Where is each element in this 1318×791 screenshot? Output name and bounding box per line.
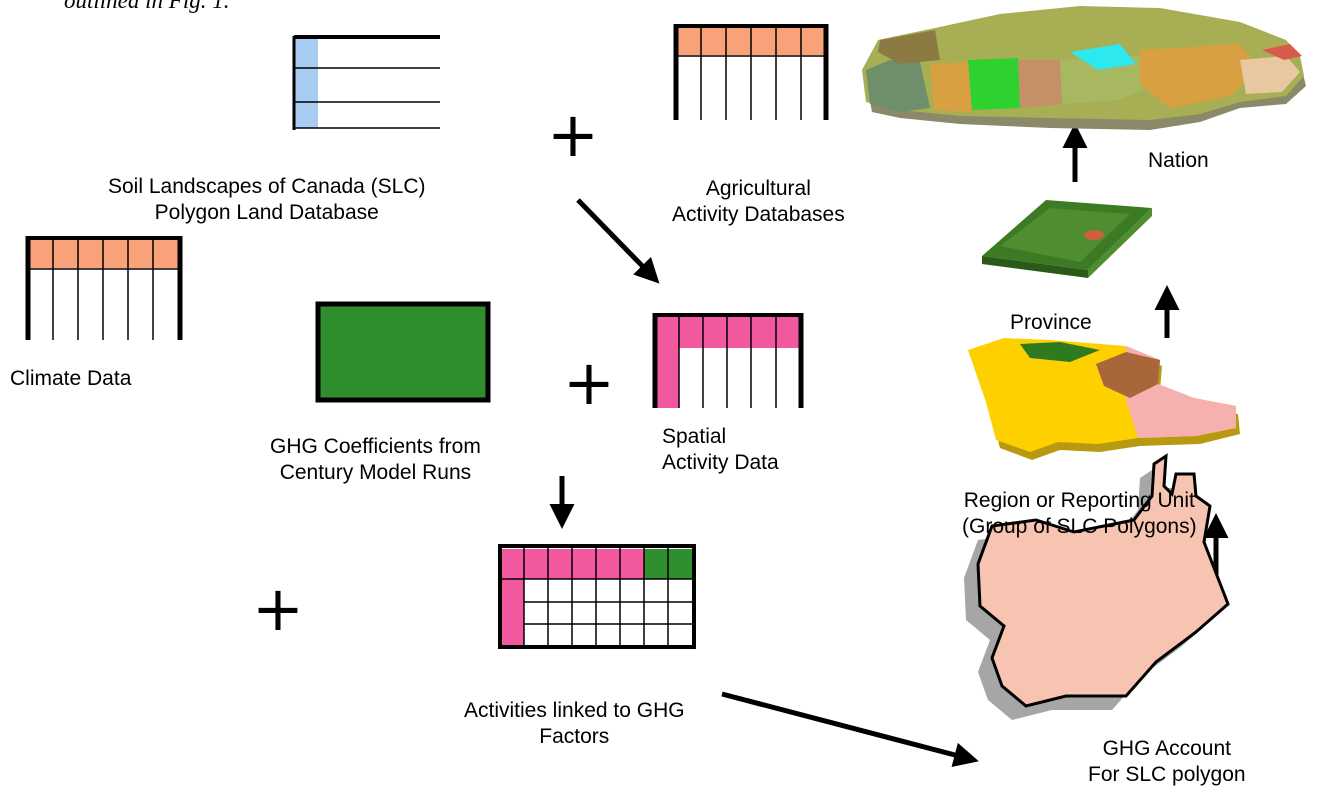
linked-activities-table — [498, 544, 696, 649]
agri-database-table — [673, 24, 829, 120]
slc-polygon-account — [964, 453, 1230, 720]
plus-sign-2: + — [563, 346, 615, 419]
arrow-slc-to-spatial — [576, 198, 660, 284]
region-map — [968, 338, 1240, 460]
linked-label: Activities linked to GHG Factors — [464, 699, 685, 748]
plus-sign-3: + — [252, 572, 304, 645]
province-map — [982, 200, 1152, 278]
arrow-linked-to-account — [721, 691, 979, 768]
account-label: GHG Account For SLC polygon — [1088, 737, 1246, 786]
ghg-coefficients-block — [315, 301, 491, 403]
slc-label: Soil Landscapes of Canada (SLC) Polygon … — [108, 175, 426, 224]
spatial-activity-table — [652, 313, 804, 408]
ghg-coefficients-label: GHG Coefficients from Century Model Runs — [270, 435, 481, 484]
nation-map — [862, 6, 1306, 130]
plus-sign-1: + — [547, 98, 599, 171]
region-label: Region or Reporting Unit (Group of SLC P… — [962, 489, 1197, 538]
nation-label: Nation — [1148, 149, 1209, 172]
climate-table — [25, 236, 183, 340]
climate-label: Climate Data — [10, 367, 132, 390]
intro-text: outlined in Fig. 1. — [64, 0, 230, 13]
province-label: Province — [1010, 311, 1092, 334]
slc-database-table — [292, 35, 440, 130]
agri-label: Agricultural Activity Databases — [672, 177, 845, 226]
spatial-label: Spatial Activity Data — [662, 425, 779, 474]
